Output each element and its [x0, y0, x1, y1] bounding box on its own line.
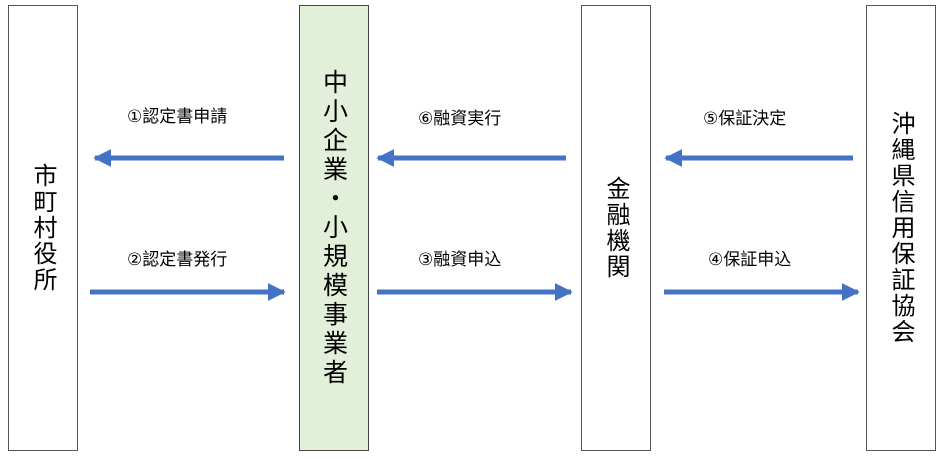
- sme-label: 中小企業・小規模事業者: [319, 68, 349, 388]
- step4-label: ④保証申込: [708, 250, 792, 270]
- step5-label: ⑤保証決定: [703, 109, 787, 129]
- step2-label: ②認定書発行: [127, 250, 228, 270]
- sme-box: 中小企業・小規模事業者: [299, 5, 369, 451]
- financial-institution-label: 金融機関: [602, 176, 630, 280]
- step6-label: ⑥融資実行: [418, 109, 502, 129]
- city-office-box: 市町村役所: [8, 5, 78, 451]
- credit-guarantee-box: 沖縄県信用保証協会: [866, 5, 936, 451]
- step3-label: ③融資申込: [418, 250, 502, 270]
- city-office-label: 市町村役所: [29, 163, 57, 293]
- step1-label: ①認定書申請: [127, 107, 228, 127]
- credit-guarantee-label: 沖縄県信用保証協会: [887, 111, 915, 345]
- financial-institution-box: 金融機関: [581, 5, 651, 451]
